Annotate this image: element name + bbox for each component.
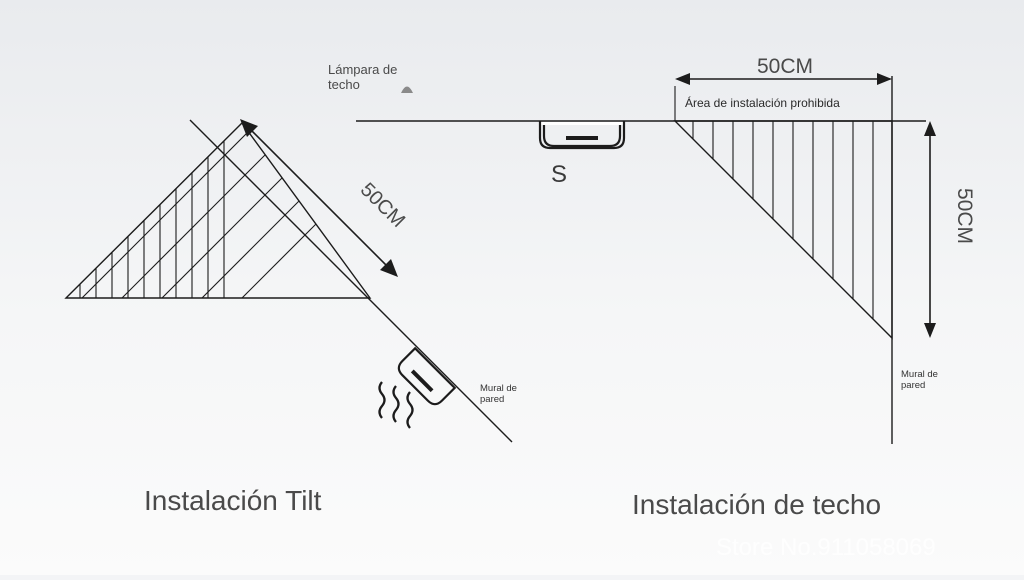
arrowhead-icon <box>675 73 690 85</box>
arrowhead-icon <box>924 323 936 338</box>
tilt-sensor-icon <box>397 346 457 406</box>
store-watermark: Store No.911058069 <box>716 534 936 561</box>
tilt-wall-label-line1: Mural de <box>480 383 517 394</box>
ceiling-wall-label-line1: Mural de <box>901 369 938 380</box>
arrowhead-icon <box>240 119 258 137</box>
ceiling-installation <box>356 73 936 444</box>
tilt-caption: Instalación Tilt <box>144 485 322 516</box>
ceiling-caption: Instalación de techo <box>632 489 881 520</box>
forbidden-area-label: Área de instalación prohibida <box>685 95 840 110</box>
arrowhead-icon <box>877 73 892 85</box>
arrowhead-icon <box>380 259 398 277</box>
tilt-dimension-arrow <box>247 126 391 270</box>
sensor-letter: S <box>551 161 567 188</box>
ceiling-sensor-icon <box>538 121 626 150</box>
tilt-hatching <box>79 123 225 298</box>
ceiling-lamp-label-line2: techo <box>328 77 360 92</box>
ceiling-lamp-label-line1: Lámpara de <box>328 62 397 77</box>
tilt-wall-line <box>189 119 513 443</box>
arrowhead-icon <box>924 121 936 136</box>
width-dimension-label: 50CM <box>757 55 813 78</box>
ceiling-wall-label-line2: pared <box>901 380 925 391</box>
forbidden-area-triangle <box>673 120 893 340</box>
lamp-icon <box>401 86 413 93</box>
heat-waves-icon <box>378 381 414 429</box>
tilt-wall-label-line2: pared <box>480 394 504 405</box>
height-dimension-label: 50CM <box>953 188 976 244</box>
tilt-hatched-triangle <box>64 121 372 299</box>
